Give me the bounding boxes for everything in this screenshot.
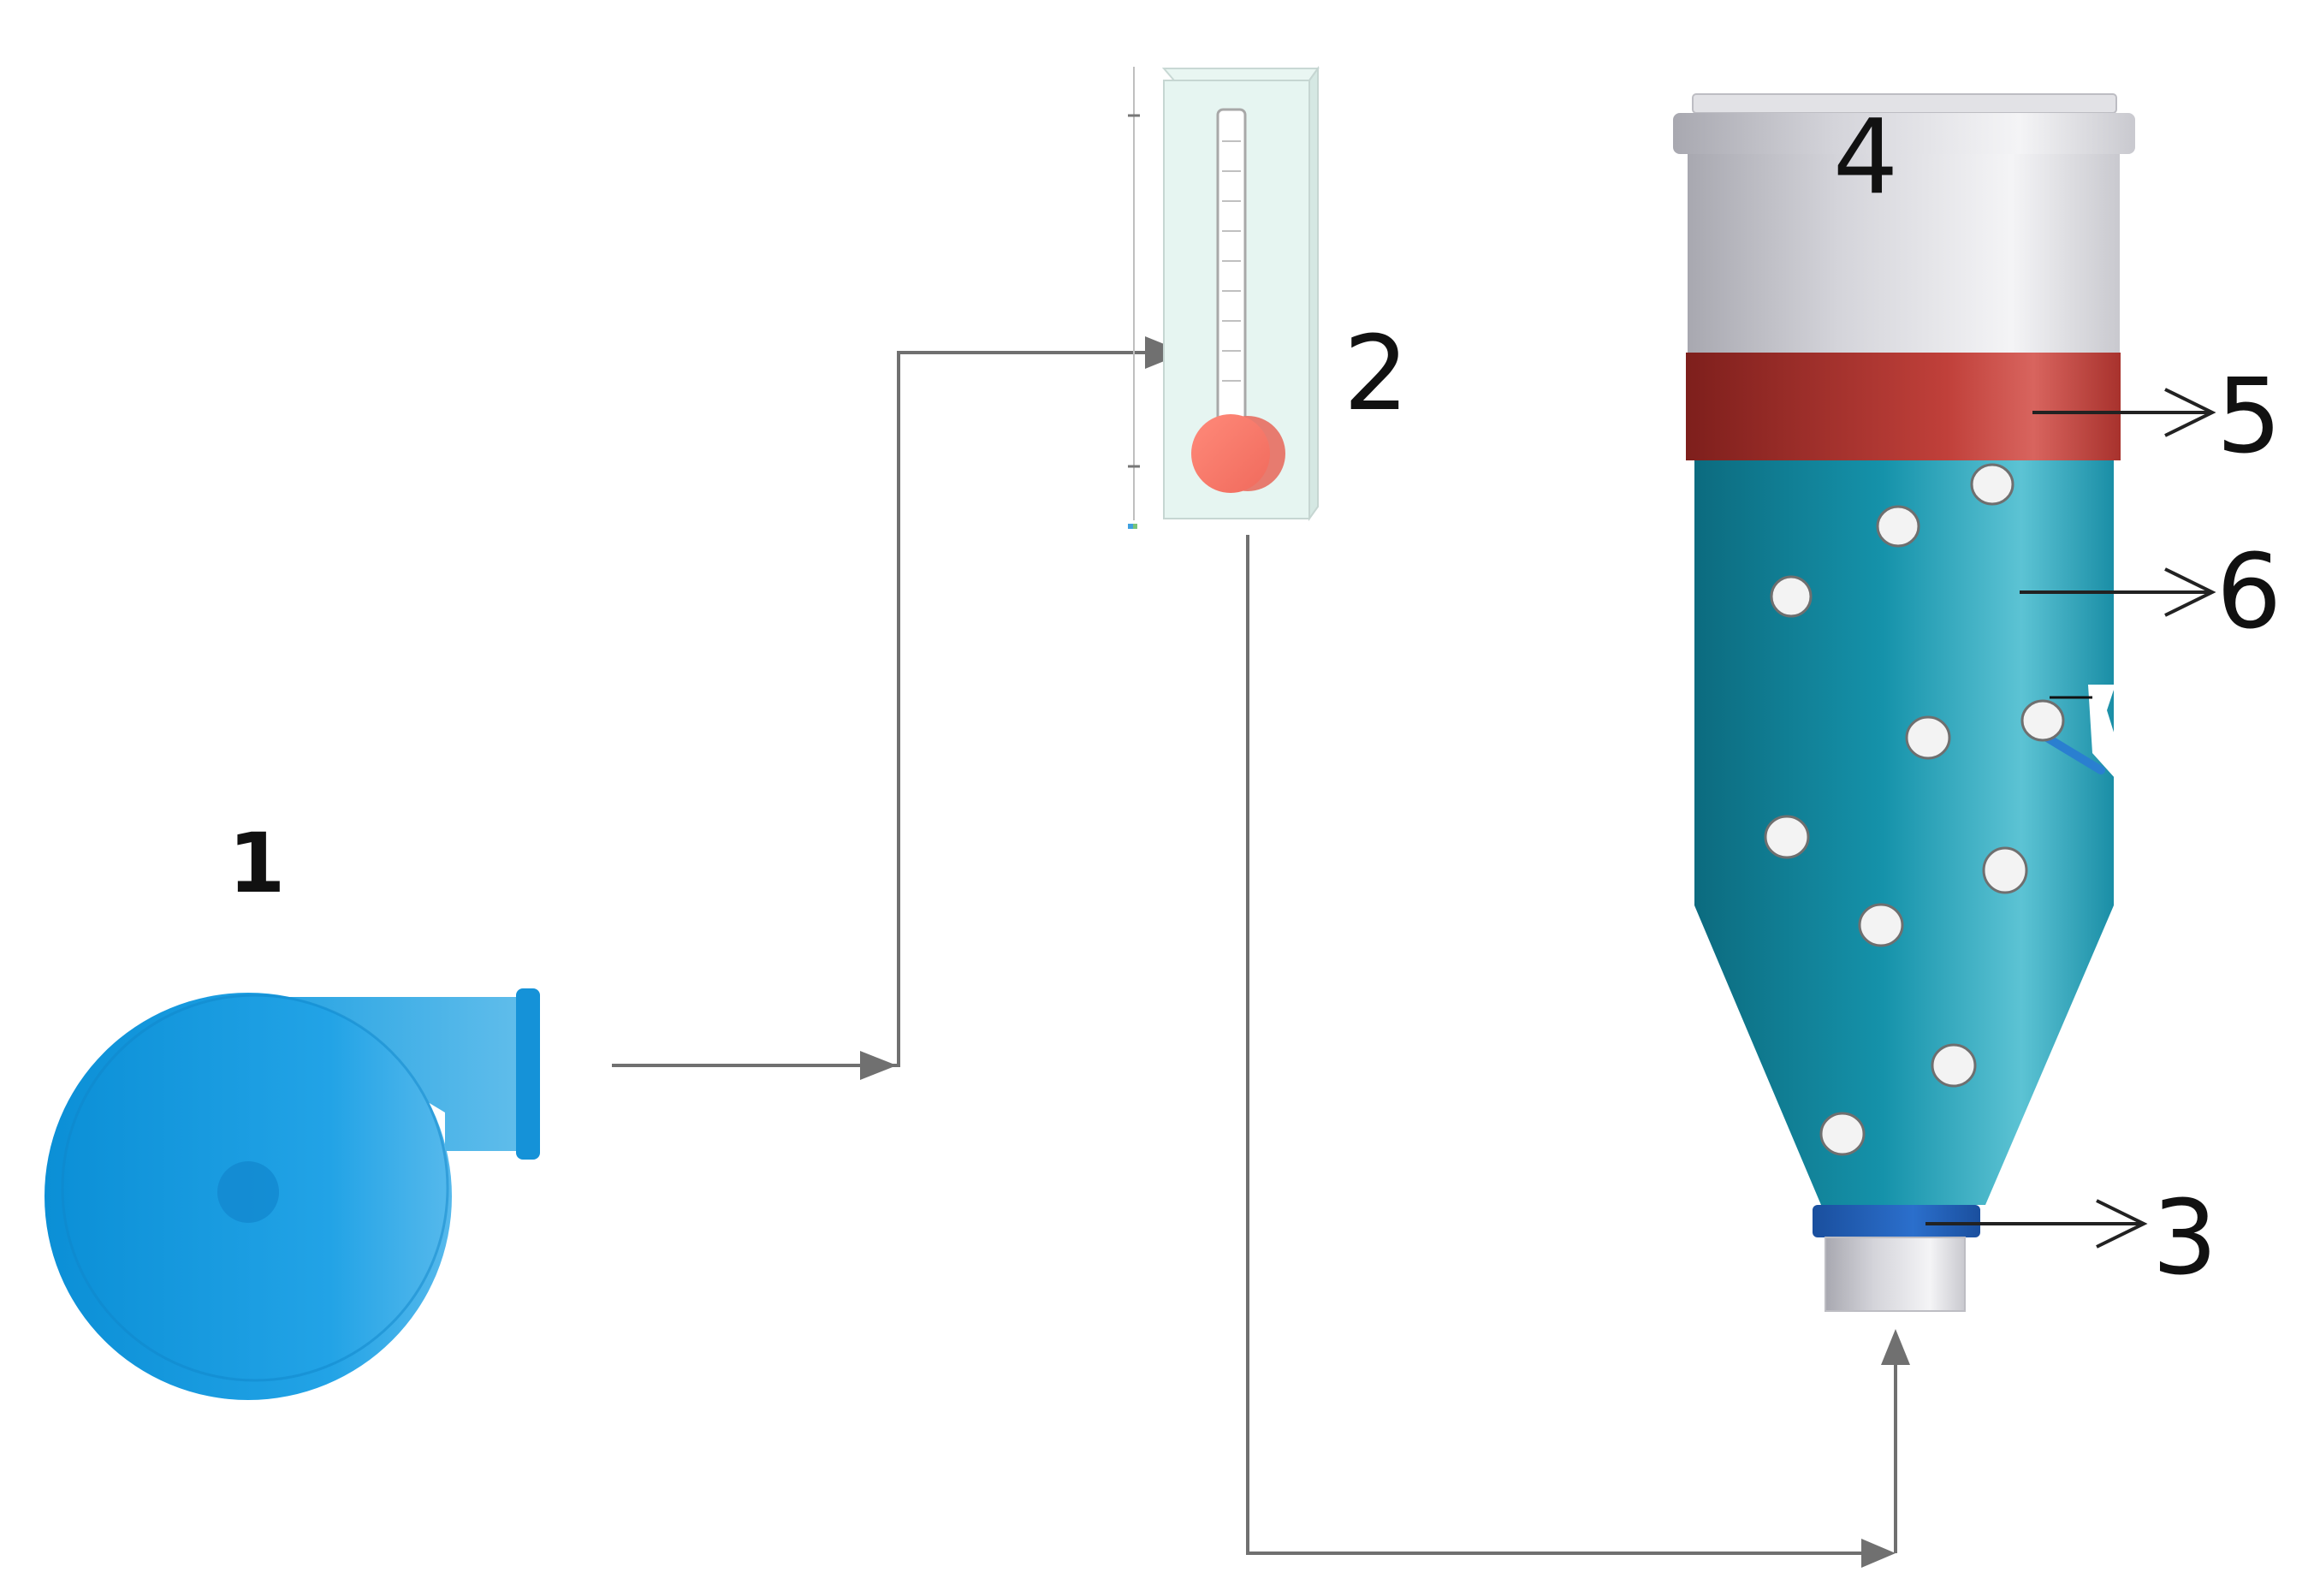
particle [1982, 846, 2028, 894]
fluidized-bed [1694, 460, 2114, 1205]
arrowhead-into-column-pipe [1861, 1539, 1896, 1568]
particle [1764, 815, 1810, 859]
blower: 1 [45, 816, 540, 1400]
arrowhead-into-flowmeter-pipe [860, 1051, 897, 1080]
pipe-blower-to-flowmeter [612, 351, 1154, 1067]
flowmeter: 2 [1128, 65, 1409, 529]
bed-particles [1764, 463, 2065, 1156]
piping [612, 351, 1897, 1555]
callout-arrows [1925, 388, 2216, 1249]
particle [1858, 903, 1904, 947]
blower-hub [217, 1161, 279, 1223]
label-distributor: 3 [2152, 1179, 2217, 1298]
particle [2020, 699, 2065, 742]
pipe-flowmeter-to-column [1246, 535, 1878, 1555]
column: 4 5 6 3 [1673, 93, 2281, 1312]
label-heater-band: 5 [2216, 358, 2281, 477]
rotameter-tube [1216, 108, 1247, 454]
particle [1770, 575, 1813, 618]
column-inlet-stub [1825, 1237, 1966, 1312]
arrowhead-into-column [1881, 1329, 1910, 1365]
label-bed: 6 [2216, 533, 2281, 652]
flow-arrowheads [860, 336, 1910, 1568]
rotameter-icon [1128, 65, 1320, 529]
column-lid [1692, 93, 2117, 114]
column-top-section [1688, 154, 2120, 353]
particle [1905, 715, 1951, 760]
particle [1970, 463, 2014, 506]
particle [1931, 1043, 1977, 1088]
label-column-top: 4 [1833, 98, 1898, 217]
label-blower: 1 [228, 816, 286, 911]
heater-band [1686, 353, 2121, 460]
particle [1876, 505, 1920, 548]
label-flowmeter: 2 [1344, 315, 1409, 434]
centrifugal-blower-icon [45, 988, 540, 1400]
blower-outlet-flange [516, 988, 540, 1160]
particle [1819, 1112, 1866, 1156]
rotameter-float [1191, 414, 1270, 493]
distributor-ring [1813, 1205, 1980, 1237]
fluidized-bed-column-icon [1673, 93, 2135, 1312]
